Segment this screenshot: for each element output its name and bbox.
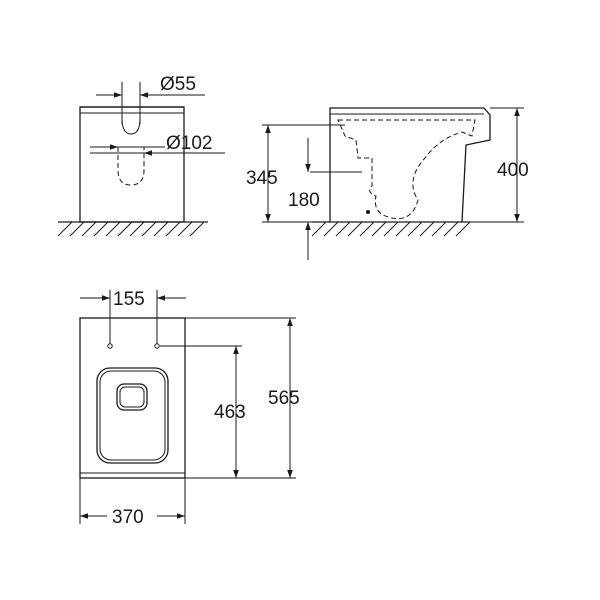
top-view: 155 463 565 370: [79, 289, 300, 528]
side-view-body: [329, 107, 491, 223]
fixing-hole-left: [107, 343, 113, 349]
dim-outlet-height: 345: [246, 124, 345, 223]
dim-pipe-diameter: Ø102: [90, 133, 225, 156]
label-outlet-height: 345: [246, 168, 278, 189]
trap-hidden-outline: [337, 119, 476, 220]
outlet-circle: [121, 117, 141, 135]
seat-outline: [96, 367, 169, 464]
label-fixing-to-front: 463: [214, 402, 246, 423]
fixing-hole-right: [154, 343, 160, 349]
dim-total-length: 565: [185, 317, 300, 479]
dim-fixing-to-front: 463: [160, 345, 246, 479]
dim-outlet-diameter: Ø55: [96, 74, 205, 124]
bowl-opening: [116, 383, 148, 411]
dim-fixing-hole-spacing: 155: [80, 289, 186, 344]
dim-total-width: 370: [79, 478, 186, 528]
front-floor-hatch: [57, 221, 205, 237]
top-view-body: [79, 317, 186, 479]
front-view-body: [79, 106, 185, 223]
seat-inner-outline: [99, 370, 166, 461]
side-floor-hatch: [311, 221, 471, 237]
front-view: Ø55 Ø102: [57, 74, 225, 237]
label-pipe-center-height: 180: [288, 190, 320, 211]
label-outlet-diameter: Ø55: [160, 74, 196, 95]
label-fixing-hole-spacing: 155: [113, 289, 145, 310]
label-total-width: 370: [112, 507, 144, 528]
dim-total-height: 400: [470, 107, 529, 223]
label-pipe-diameter: Ø102: [166, 133, 212, 154]
dim-pipe-center-height: 180: [288, 138, 362, 260]
label-total-length: 565: [268, 388, 300, 409]
pipe-hidden-outline: [117, 147, 145, 186]
label-total-height: 400: [497, 160, 529, 181]
drain-point: [366, 210, 370, 214]
side-view: 345 180 400: [246, 107, 529, 260]
